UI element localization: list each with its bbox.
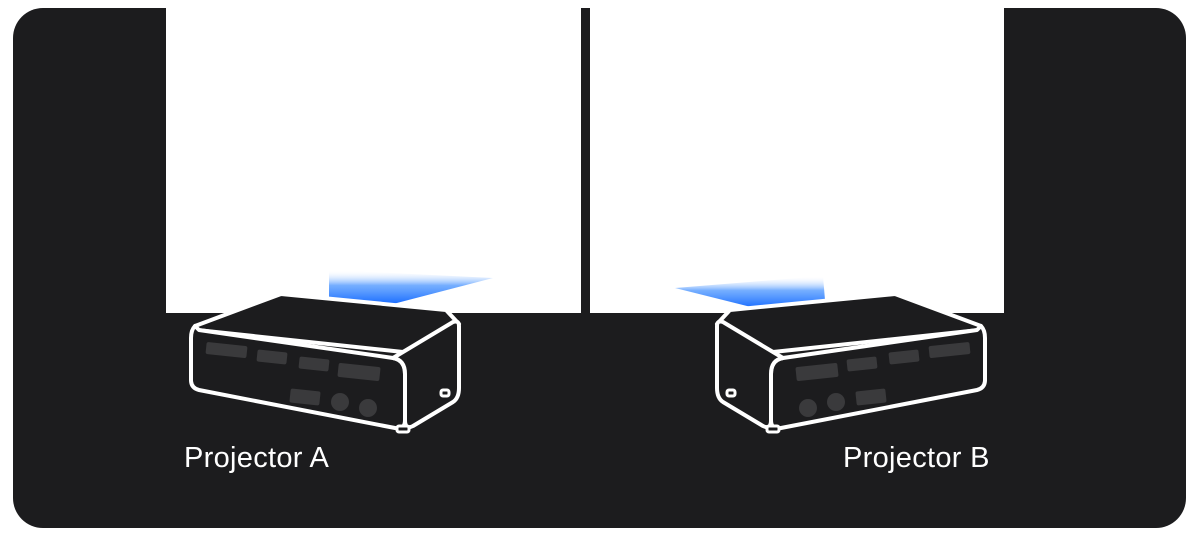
- projector-a-label: Projector A: [184, 442, 330, 474]
- screen-divider: [581, 8, 590, 313]
- comparison-panel: Projector A Projector B: [13, 8, 1186, 528]
- projector-icon: [189, 292, 461, 434]
- projector-icon: [715, 292, 987, 434]
- projector-scene: [189, 270, 987, 434]
- projection-screen-a: [166, 8, 581, 313]
- light-beam-b: [675, 276, 825, 308]
- projection-screen-b: [590, 8, 1004, 313]
- projector-b-label: Projector B: [843, 442, 990, 474]
- light-beam-a: [329, 270, 493, 304]
